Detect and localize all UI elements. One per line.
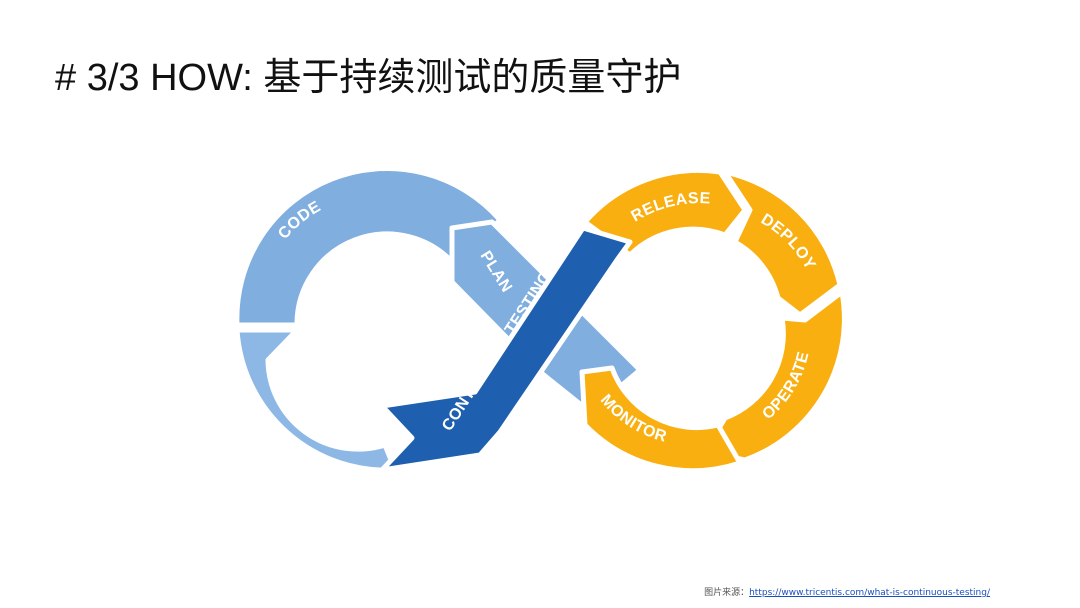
source-label: 图片来源： bbox=[704, 588, 750, 598]
image-source-caption: 图片来源：https://www.tricentis.com/what-is-c… bbox=[704, 585, 990, 598]
code-segment bbox=[234, 165, 503, 328]
slide-title: # 3/3 HOW: 基于持续测试的质量守护 bbox=[55, 57, 682, 99]
deploy-segment bbox=[722, 169, 843, 318]
source-link[interactable]: https://www.tricentis.com/what-is-contin… bbox=[749, 588, 990, 598]
continuous-testing-segment bbox=[379, 225, 633, 473]
build-segment bbox=[234, 327, 398, 473]
release-segment bbox=[582, 167, 748, 258]
monitor-segment bbox=[579, 365, 743, 474]
operate-segment bbox=[702, 289, 847, 463]
